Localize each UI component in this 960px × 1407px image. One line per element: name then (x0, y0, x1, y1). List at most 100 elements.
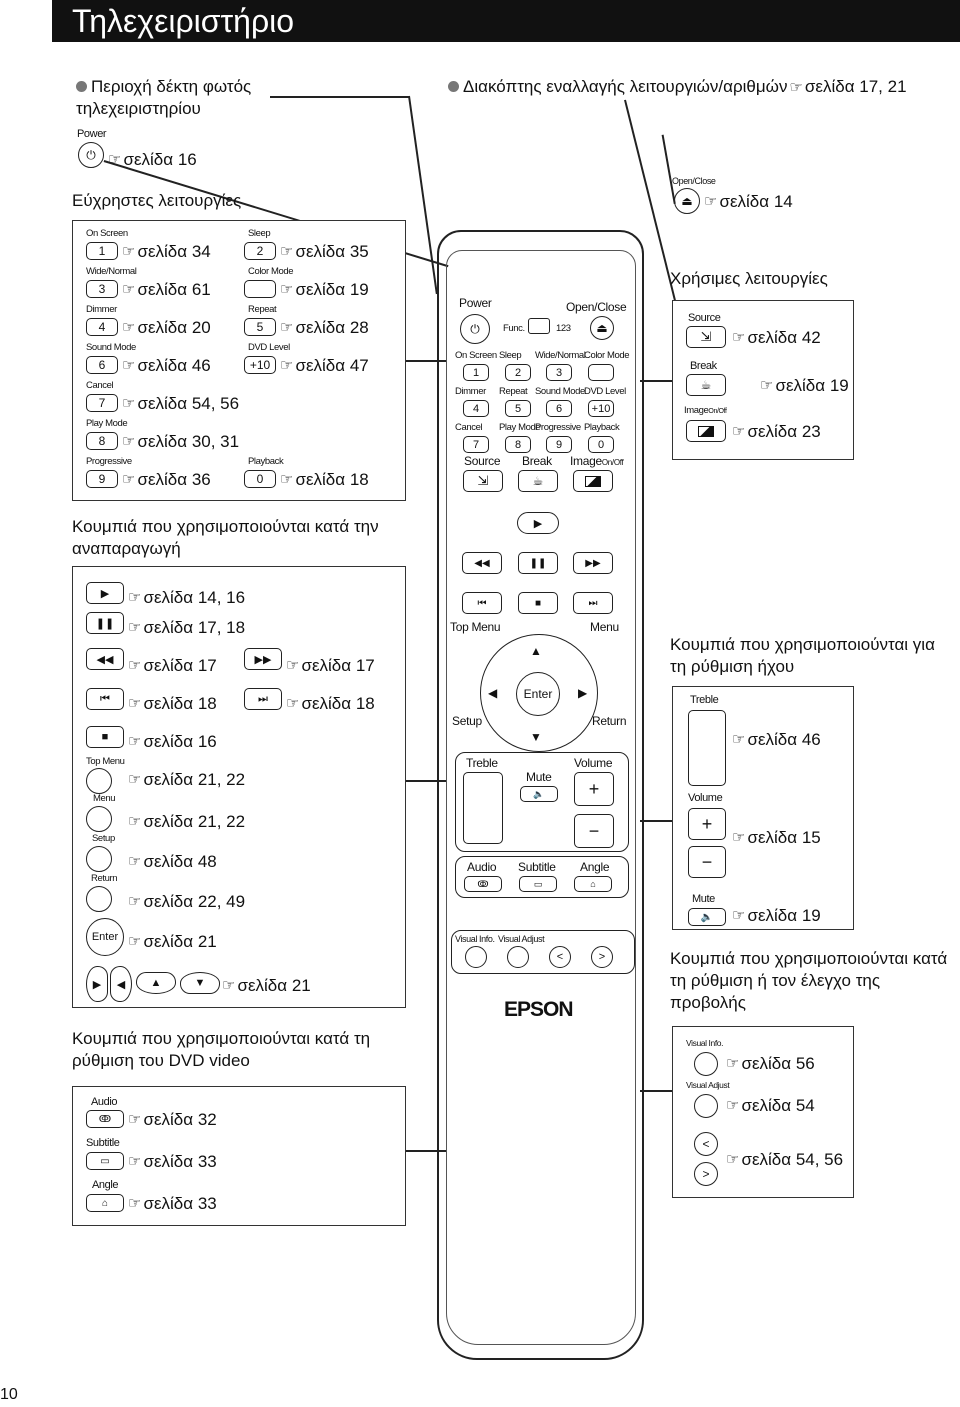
remote-angle-button[interactable]: ⌂ (574, 876, 612, 892)
lt-callout-button[interactable]: < (694, 1132, 718, 1156)
volume-up-callout-button[interactable]: + (688, 808, 726, 840)
stop-callout-button[interactable]: ■ (86, 726, 124, 748)
useful-item-key[interactable] (244, 280, 276, 298)
remote-play-button[interactable]: ▶ (517, 512, 559, 534)
remote-pause-button[interactable]: ❚❚ (518, 552, 558, 574)
remote-next-button[interactable]: ⏭ (573, 592, 613, 614)
remote-enter-button[interactable]: Enter (516, 672, 560, 716)
func-switch[interactable] (528, 318, 550, 334)
play-callout-button[interactable]: ▶ (86, 582, 124, 604)
openclose-callout-button[interactable]: ⏏ (674, 188, 700, 214)
remote-audio-button[interactable]: ↂ (464, 876, 502, 892)
left-arrow-callout-button[interactable]: ◀ (110, 966, 132, 1002)
remote-number-key[interactable]: 9 (546, 436, 572, 453)
visual-adjust-callout-button[interactable] (694, 1094, 718, 1118)
up-arrow-callout-button[interactable]: ▲ (136, 972, 176, 994)
useful-item-ref: σελίδα 19 (280, 280, 368, 300)
enter-callout-button[interactable]: Enter (86, 918, 124, 956)
setup-callout-button[interactable] (86, 846, 112, 872)
audio-callout-button[interactable]: ↂ (86, 1110, 124, 1128)
topmenu-callout-button[interactable] (86, 768, 112, 794)
remote-source-button[interactable]: ⇲ (463, 470, 503, 492)
useful-item-key[interactable]: 4 (86, 318, 118, 336)
down-arrow-callout-button[interactable]: ▼ (180, 972, 220, 994)
image-onoff-callout-button[interactable] (686, 420, 726, 442)
remote-lt-button[interactable]: < (549, 946, 571, 968)
useful-item-label: Color Mode (248, 266, 294, 277)
remote-number-key[interactable]: +10 (588, 400, 614, 417)
next-callout-button[interactable]: ⏭ (244, 688, 282, 710)
brand-logo: EPSON (504, 998, 574, 1021)
remote-stop-button[interactable]: ■ (518, 592, 558, 614)
remote-number-key[interactable]: 0 (588, 436, 614, 453)
remote-key-label: Wide/Normal (535, 350, 586, 361)
power-label: Power (77, 128, 107, 140)
remote-prev-button[interactable]: ⏮ (462, 592, 502, 614)
remote-number-key[interactable]: 3 (546, 364, 572, 381)
remote-key-label: Sound Mode (535, 386, 585, 397)
angle-callout-button[interactable]: ⌂ (86, 1194, 124, 1212)
remote-key-label: On Screen (455, 350, 497, 361)
useful-item-key[interactable]: 8 (86, 432, 118, 450)
remote-number-key[interactable]: 1 (463, 364, 489, 381)
useful-item-key[interactable]: 1 (86, 242, 118, 260)
sound-setting-heading: Κουμπιά που χρησιμοποιούνται για τη ρύθμ… (670, 635, 935, 676)
remote-number-key[interactable] (588, 364, 614, 381)
remote-down-icon[interactable]: ▼ (530, 730, 542, 744)
remote-number-key[interactable]: 8 (505, 436, 531, 453)
useful-item-key[interactable]: 3 (86, 280, 118, 298)
openclose-ref: σελίδα 14 (704, 192, 792, 212)
playback-heading: Κουμπιά που χρησιμοποιούνται κατά την αν… (72, 517, 379, 558)
remote-number-key[interactable]: 6 (546, 400, 572, 417)
useful-item-key[interactable]: 7 (86, 394, 118, 412)
subtitle-callout-button[interactable]: ▭ (86, 1152, 124, 1170)
remote-eject-button[interactable]: ⏏ (590, 316, 614, 340)
receiver-label: Περιοχή δέκτη φωτός τηλεχειριστηρίου (76, 76, 296, 120)
mute-callout-button[interactable]: 🔈 (688, 908, 726, 926)
useful-item-key[interactable]: 5 (244, 318, 276, 336)
remote-volume-down[interactable]: − (574, 814, 614, 848)
remote-visual-adjust-button[interactable] (507, 946, 529, 968)
treble-callout-button[interactable] (688, 710, 726, 786)
remote-mute-button[interactable]: 🔈 (520, 786, 558, 802)
rewind-callout-button[interactable]: ◀◀ (86, 648, 124, 670)
gt-callout-button[interactable]: > (694, 1162, 718, 1186)
volume-down-callout-button[interactable]: − (688, 846, 726, 878)
remote-ff-button[interactable]: ▶▶ (573, 552, 613, 574)
useful-item-key[interactable]: +10 (244, 356, 276, 374)
useful-item-key[interactable]: 6 (86, 356, 118, 374)
switch-label: Διακόπτης εναλλαγής λειτουργιών/αριθμών☞… (448, 76, 907, 99)
remote-right-icon[interactable]: ▶ (578, 686, 588, 700)
remote-left-icon[interactable]: ◀ (488, 686, 498, 700)
remote-break-button[interactable]: ☕ (518, 470, 558, 492)
power-callout-button[interactable]: ⏻ (78, 142, 104, 168)
source-callout-button[interactable]: ⇲ (686, 326, 726, 348)
remote-number-key[interactable]: 2 (505, 364, 531, 381)
useful-item-key[interactable]: 2 (244, 242, 276, 260)
useful-item-key[interactable]: 9 (86, 470, 118, 488)
remote-number-key[interactable]: 7 (463, 436, 489, 453)
return-callout-button[interactable] (86, 886, 112, 912)
prev-callout-button[interactable]: ⏮ (86, 688, 124, 710)
remote-gt-button[interactable]: > (591, 946, 613, 968)
remote-subtitle-button[interactable]: ▭ (519, 876, 557, 892)
remote-power-button[interactable]: ⏻ (460, 314, 490, 344)
break-callout-button[interactable]: ☕ (686, 374, 726, 396)
remote-visual-info-button[interactable] (465, 946, 487, 968)
remote-up-icon[interactable]: ▲ (530, 644, 542, 658)
useful-item-ref: σελίδα 46 (122, 356, 210, 376)
fastforward-callout-button[interactable]: ▶▶ (244, 648, 282, 670)
remote-number-key[interactable]: 4 (463, 400, 489, 417)
useful-item-ref: σελίδα 20 (122, 318, 210, 338)
remote-volume-up[interactable]: + (574, 772, 614, 806)
menu-callout-button[interactable] (86, 806, 112, 832)
useful-item-label: Wide/Normal (86, 266, 137, 277)
visual-info-callout-button[interactable] (694, 1052, 718, 1076)
pause-callout-button[interactable]: ❚❚ (86, 612, 124, 634)
remote-number-key[interactable]: 5 (505, 400, 531, 417)
useful-item-key[interactable]: 0 (244, 470, 276, 488)
remote-treble-button[interactable] (463, 772, 503, 844)
remote-image-button[interactable] (573, 470, 613, 492)
right-arrow-callout-button[interactable]: ▶ (86, 966, 108, 1002)
remote-rewind-button[interactable]: ◀◀ (462, 552, 502, 574)
